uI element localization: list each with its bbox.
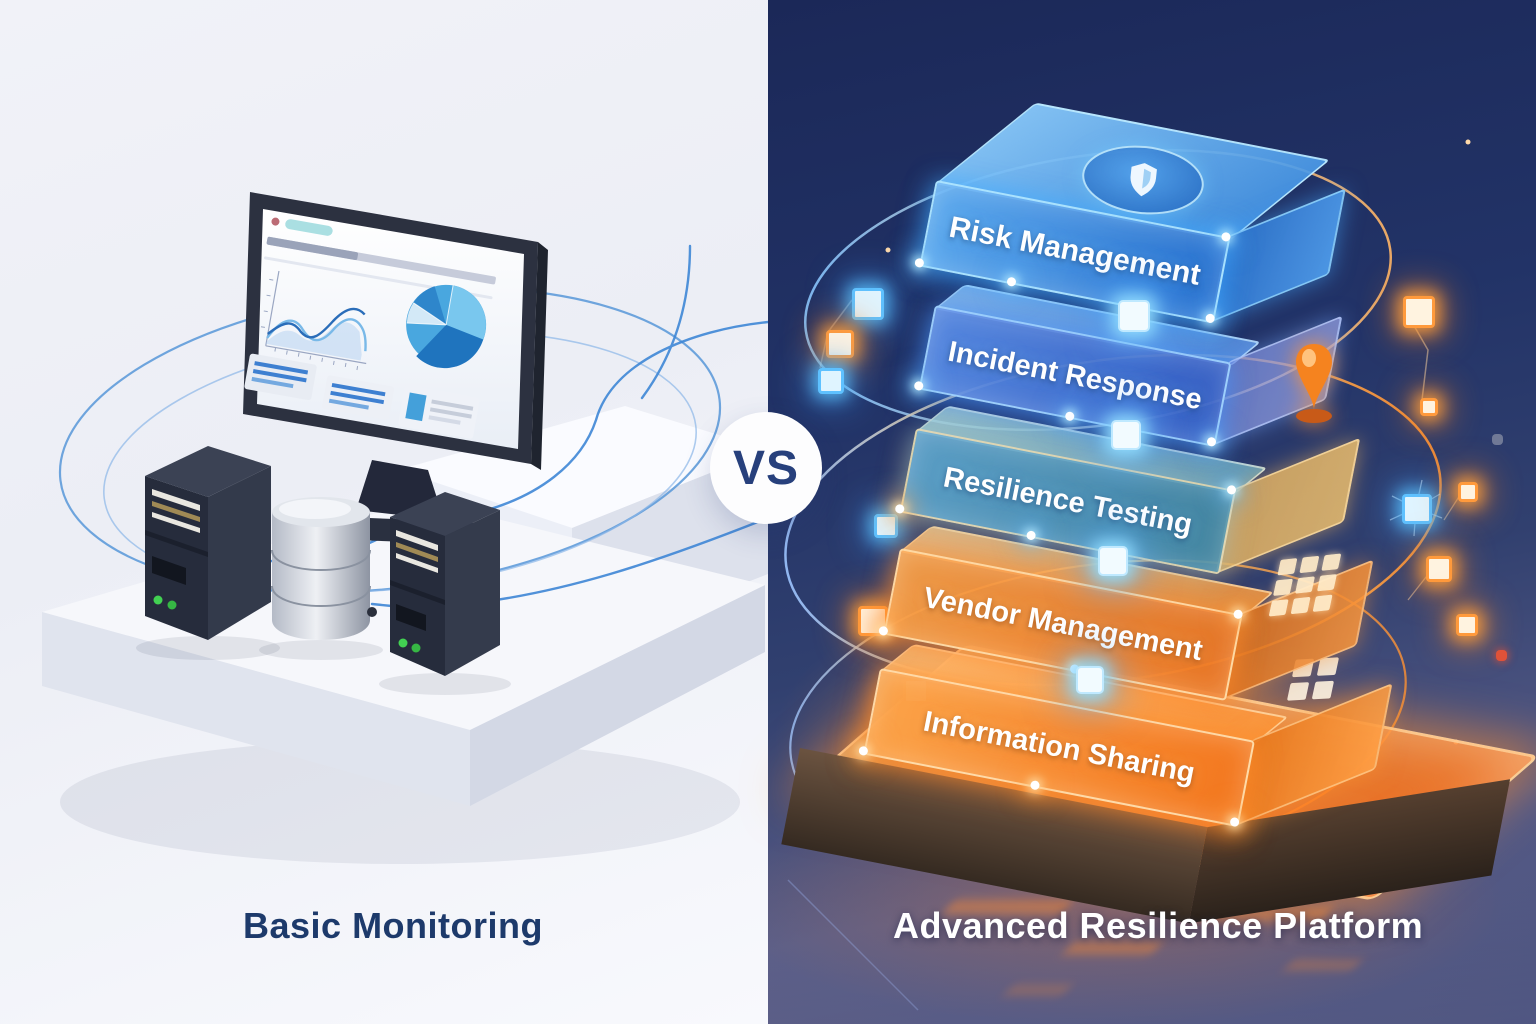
server-icon	[145, 446, 271, 640]
left-title: Basic Monitoring	[243, 905, 544, 946]
node-square-blue	[874, 514, 898, 538]
shield-icon	[1078, 139, 1208, 221]
dashboard-screen	[244, 217, 496, 439]
pin-icon	[1288, 338, 1340, 428]
basic-monitoring-panel: Basic Monitoring	[0, 0, 768, 1024]
node-square-orange	[1458, 482, 1478, 502]
line-chart	[260, 270, 367, 371]
basic-monitoring-scene	[42, 192, 768, 864]
node-square-dim	[1492, 434, 1503, 445]
node-square-orange	[1426, 556, 1452, 582]
node-square-orange	[826, 330, 854, 358]
node-square-blue	[818, 368, 844, 394]
node-square-red	[1496, 650, 1507, 661]
vs-badge: VS	[710, 412, 822, 524]
advanced-resilience-panel: Information Sharing Vendor Management Re…	[768, 0, 1536, 1024]
database-icon	[271, 497, 377, 640]
stack-cube	[1111, 420, 1141, 450]
node-square-blue	[1402, 494, 1432, 524]
stack-cube	[1098, 546, 1128, 576]
floor-reflection	[1004, 985, 1072, 995]
platform-shadow	[60, 740, 740, 864]
node-square-orange	[1420, 398, 1438, 416]
right-title: Advanced Resilience Platform	[893, 905, 1424, 946]
text-blocks	[244, 353, 480, 439]
server-icon	[390, 492, 500, 676]
stack-cube	[1076, 666, 1104, 694]
node-square-orange	[1456, 614, 1478, 636]
stack-cube	[1118, 300, 1150, 332]
node-square-blue	[852, 288, 884, 320]
floor-reflection	[1284, 960, 1362, 970]
node-square-orange	[1403, 296, 1435, 328]
pie-chart	[406, 284, 487, 369]
